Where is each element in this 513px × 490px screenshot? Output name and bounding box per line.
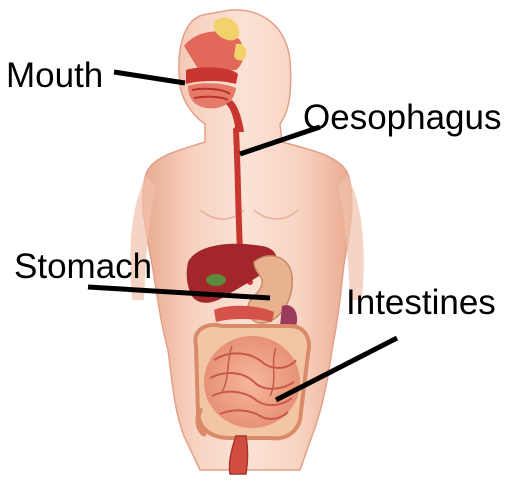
oesophagus-label: Oesophagus [303, 100, 501, 135]
mouth-pointer-line [114, 72, 185, 83]
mouth-label: Mouth [6, 58, 103, 93]
stomach-label: Stomach [14, 249, 152, 284]
gallbladder-shape [206, 274, 226, 286]
intestines-label: Intestines [346, 285, 496, 320]
